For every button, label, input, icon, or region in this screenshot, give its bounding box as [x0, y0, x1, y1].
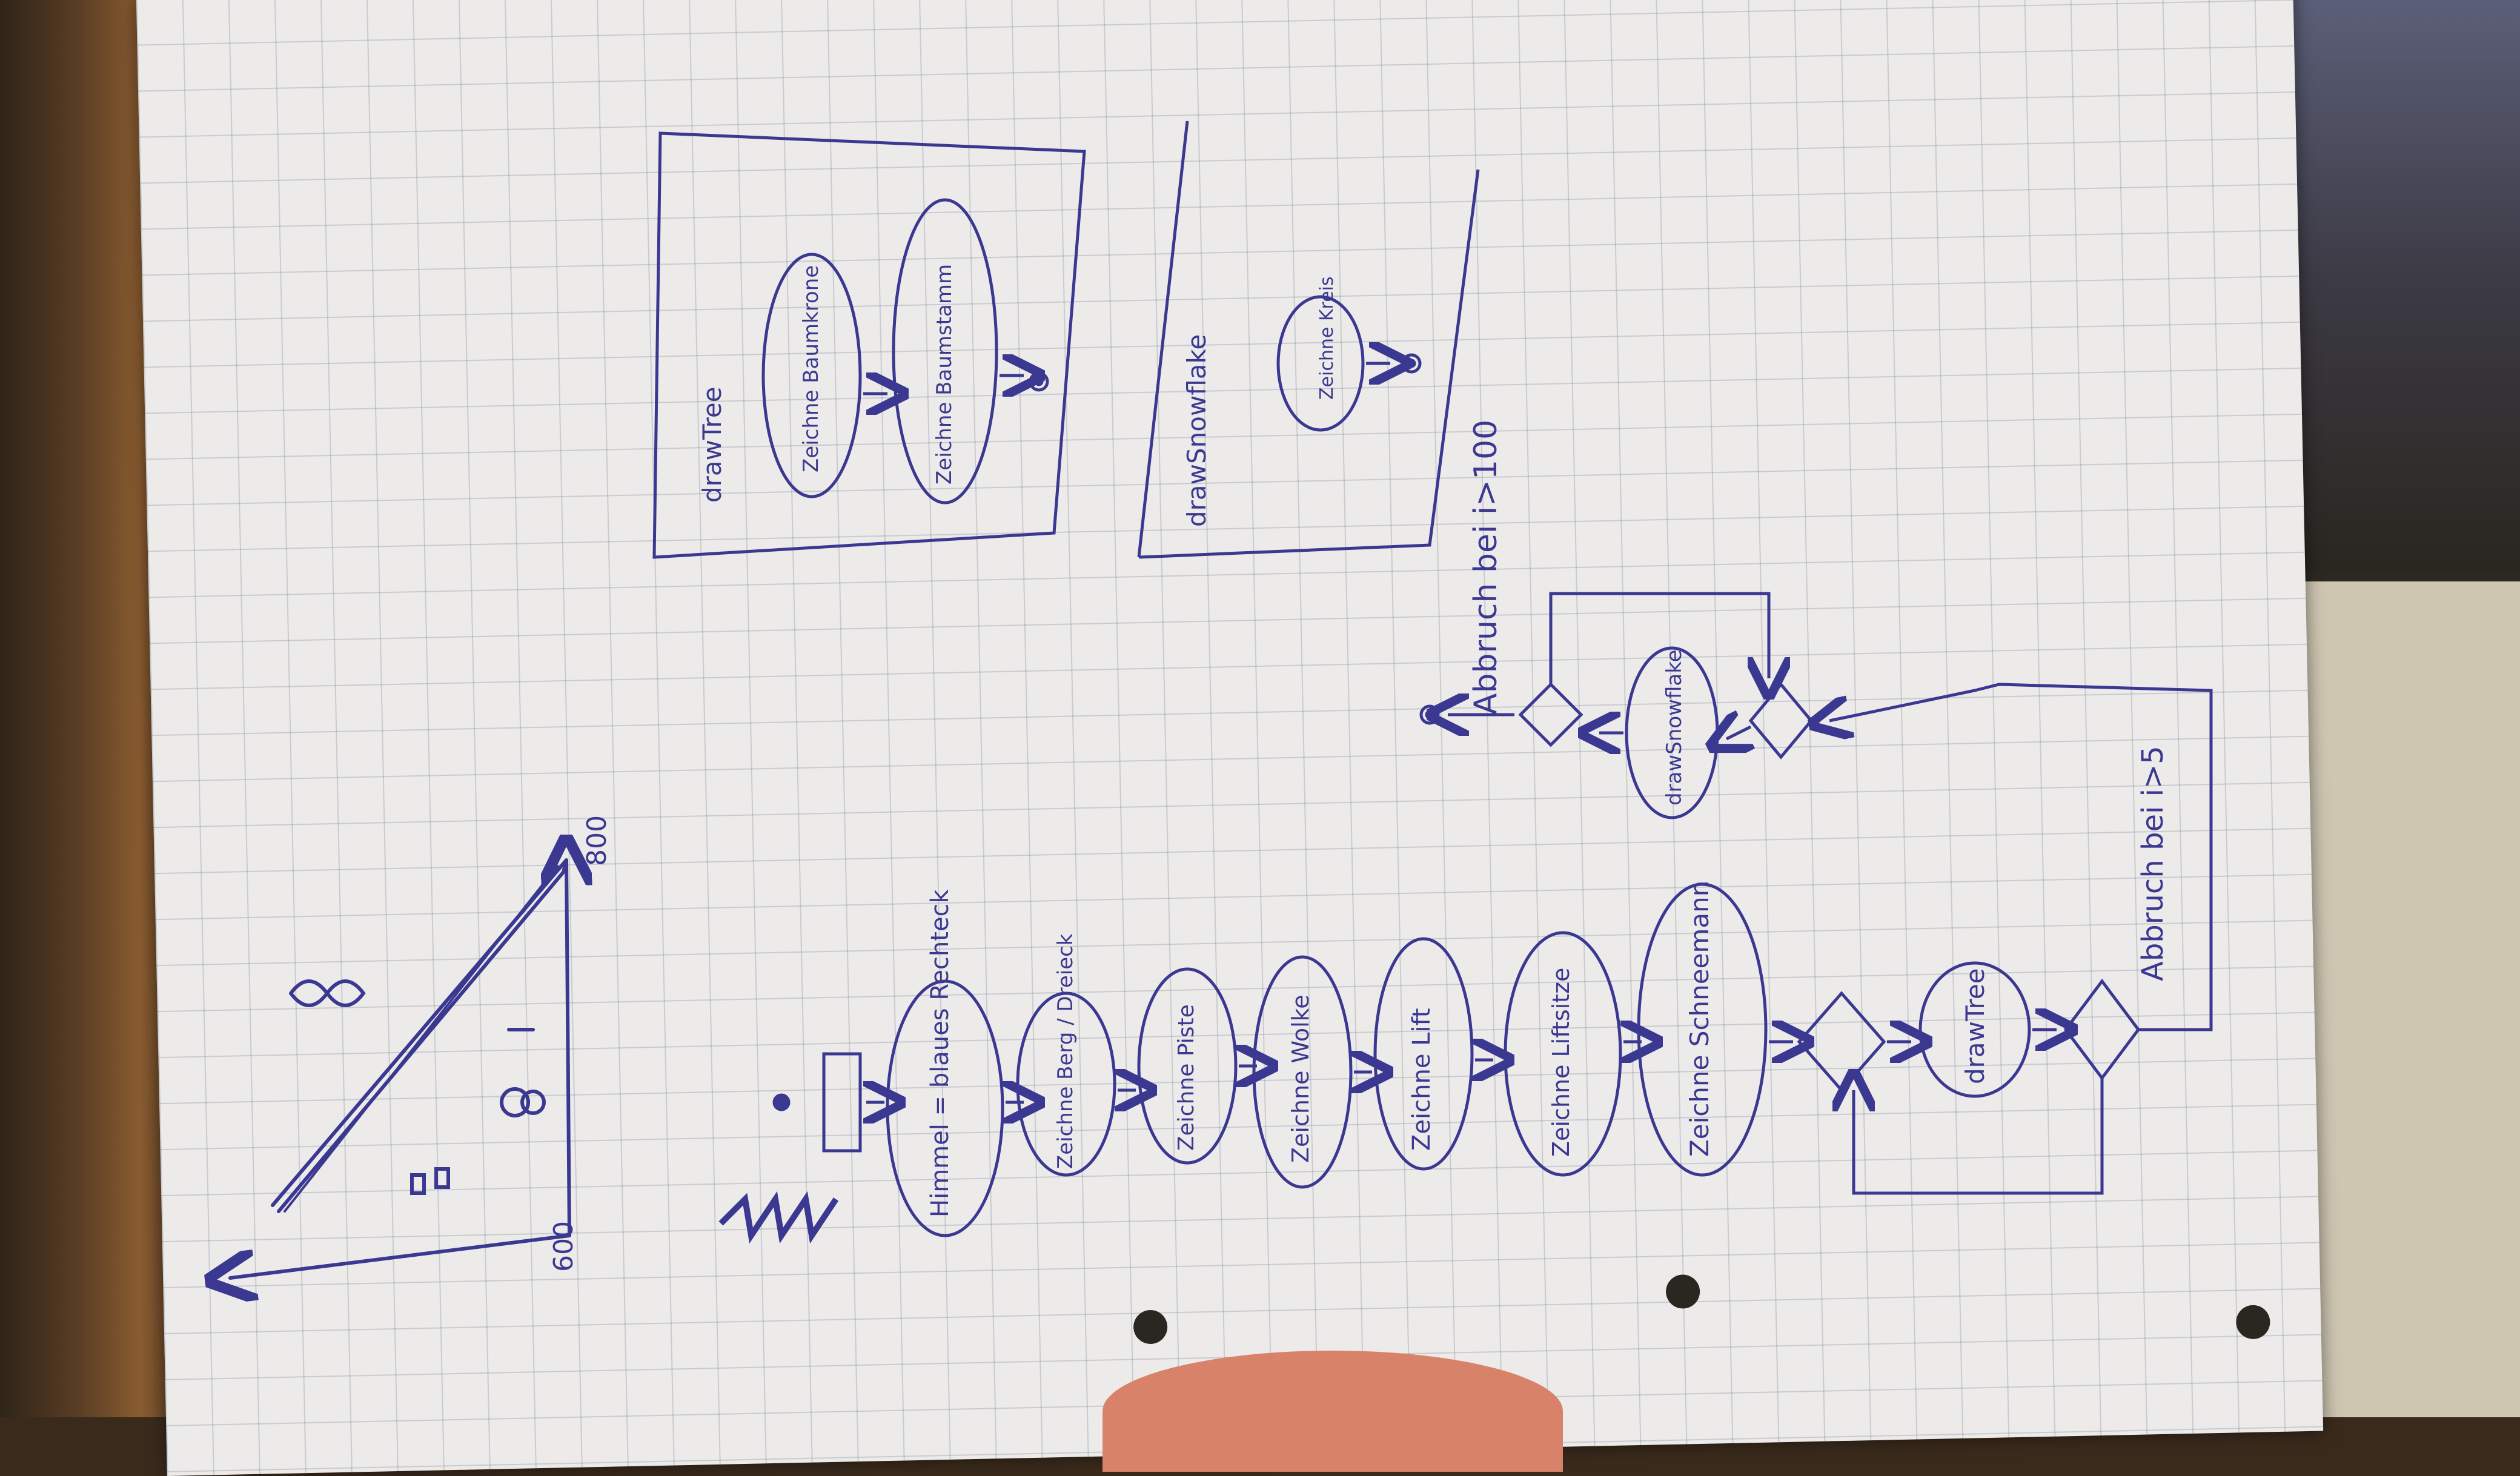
node-drawtree-call-text: drawTree — [1960, 968, 1990, 1084]
mountain-triangle — [271, 859, 568, 1213]
subroutine-drawsnowflake — [1137, 121, 1480, 559]
ski-piste-line — [284, 865, 559, 1213]
drawtree-title: drawTree — [697, 386, 727, 503]
tree-exit-arrow — [1829, 683, 2213, 1031]
end-node — [1419, 704, 1440, 725]
mountain-sketch — [230, 860, 569, 1278]
snowman-sketch — [520, 1090, 546, 1115]
node-wolke-text: Zeichne Wolke — [1287, 994, 1314, 1163]
drawtree-step-1-text: Zeichne Baumkrone — [799, 265, 823, 472]
start-box — [822, 1052, 862, 1153]
cloud-sketch — [289, 979, 366, 1007]
subroutine-drawtree — [652, 131, 1086, 559]
x-end-label: 800 — [582, 815, 612, 866]
background-paper-sheet — [2290, 581, 2520, 1417]
tree-loop-condition: Abbruch bei i>5 — [2136, 746, 2170, 981]
tree-sketch — [434, 1167, 450, 1189]
decision-snowflake-loop — [1518, 682, 1583, 747]
decision-tree-loop — [2063, 978, 2141, 1081]
start-node — [772, 1093, 791, 1111]
drawsnowflake-end — [1401, 353, 1422, 374]
node-schneemann-text: Zeichne Schneemann — [1685, 881, 1714, 1157]
node-drawsnowflake-call — [1625, 646, 1719, 819]
main-flow — [772, 592, 2213, 1237]
snowman-sketch — [500, 1087, 530, 1117]
node-schneemann — [1637, 882, 1768, 1177]
decision-tree-merge — [1797, 991, 1886, 1093]
hand-sketch: 600 800 — [0, 121, 2213, 1417]
node-liftsitze-text: Zeichne Liftsitze — [1548, 968, 1574, 1157]
finger — [1102, 1351, 1563, 1472]
drawsnowflake-frame — [1137, 121, 1480, 559]
drawtree-frame — [652, 131, 1086, 559]
snowflake-loop-back — [1549, 592, 1769, 684]
drawtree-step-2 — [892, 198, 998, 505]
axis-line — [230, 1234, 571, 1278]
origin-label: 600 — [548, 1221, 579, 1272]
drawsnowflake-step-1-text: Zeichne Kreis — [1316, 276, 1338, 400]
node-piste-text: Zeichne Piste — [1174, 1004, 1199, 1151]
scribble — [718, 1191, 839, 1244]
tree-loop-back — [1854, 1078, 2104, 1195]
node-drawsnowflake-call-text: drawSnowflake — [1662, 649, 1686, 806]
decision-snowflake-merge — [1748, 682, 1814, 760]
drawtree-step-2-text: Zeichne Baumstamm — [932, 264, 957, 485]
node-berg-text: Zeichne Berg / Dreieck — [1053, 933, 1078, 1169]
drawtree-end — [1029, 371, 1049, 392]
snowflake-loop-condition: Abbruch bei i>100 — [1468, 420, 1504, 715]
node-himmel-text: Himmel = blaues Rechteck — [926, 889, 954, 1217]
drawsnowflake-step-1 — [1276, 295, 1365, 432]
node-lift-text: Zeichne Lift — [1408, 1008, 1436, 1151]
drawtree-step-1 — [761, 253, 862, 498]
drawsnowflake-title: drawSnowflake — [1182, 334, 1212, 527]
tree-sketch — [410, 1173, 426, 1195]
node-drawtree-call — [1918, 961, 2031, 1098]
axis-line — [566, 860, 569, 1237]
